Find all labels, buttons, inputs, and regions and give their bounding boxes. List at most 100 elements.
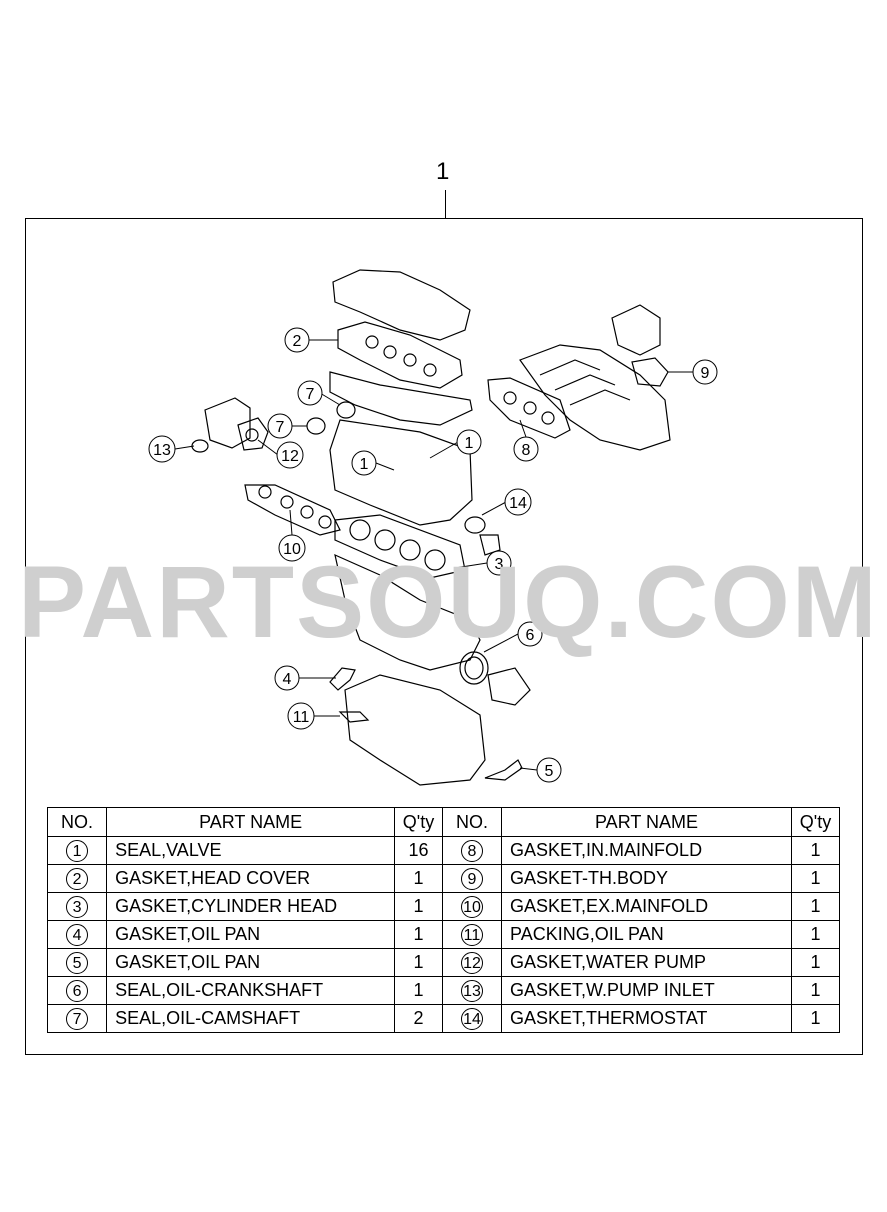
camshaft-seal-lower xyxy=(306,417,326,435)
callout-5: 5 xyxy=(536,757,562,783)
part-number-badge: 5 xyxy=(66,951,89,974)
svg-text:13: 13 xyxy=(153,442,171,459)
oil-pan-outline xyxy=(344,674,486,786)
callout-2: 2 xyxy=(284,327,310,353)
part-number-badge: 4 xyxy=(66,923,89,946)
part-number-cell: 4 xyxy=(46,920,108,949)
part-number-cell: 7 xyxy=(46,1004,108,1033)
part-number-badge: 7 xyxy=(66,1007,89,1030)
part-qty-cell: 1 xyxy=(791,920,840,949)
thermostat-gasket xyxy=(464,516,486,534)
part-number-badge: 14 xyxy=(460,1007,483,1030)
water-pump-gasket xyxy=(237,417,269,451)
part-number-badge: 3 xyxy=(66,895,89,918)
part-qty-cell: 1 xyxy=(791,948,840,977)
svg-text:7: 7 xyxy=(306,386,315,403)
cylinder-head-gasket xyxy=(334,514,466,579)
part-number-cell: 12 xyxy=(441,948,503,977)
svg-text:2: 2 xyxy=(293,333,302,350)
camshaft-seal-upper xyxy=(336,401,356,419)
kit-leader-line xyxy=(445,190,446,219)
header-name-left: PART NAME xyxy=(106,807,396,837)
svg-text:1: 1 xyxy=(360,456,369,473)
callout-10: 10 xyxy=(278,534,306,562)
header-qty-left: Q'ty xyxy=(394,807,443,837)
diagram-frame xyxy=(25,218,863,1055)
svg-text:9: 9 xyxy=(701,365,710,382)
header-no-left: NO. xyxy=(46,807,108,837)
svg-text:6: 6 xyxy=(526,627,535,644)
callout-6: 6 xyxy=(517,621,543,647)
svg-text:8: 8 xyxy=(522,442,531,459)
part-name-cell: SEAL,OIL-CAMSHAFT xyxy=(106,1004,396,1033)
part-qty-cell: 2 xyxy=(394,1004,443,1033)
part-number-badge: 10 xyxy=(460,895,483,918)
part-number-cell: 1 xyxy=(46,836,108,865)
part-number-badge: 13 xyxy=(460,979,483,1002)
svg-text:4: 4 xyxy=(283,671,292,688)
callout-1b: 1 xyxy=(456,429,482,455)
part-number-badge: 12 xyxy=(460,951,483,974)
part-number-cell: 13 xyxy=(441,976,503,1005)
part-qty-cell: 1 xyxy=(394,920,443,949)
svg-text:7: 7 xyxy=(276,419,285,436)
callout-1a: 1 xyxy=(351,450,377,476)
part-number-cell: 2 xyxy=(46,864,108,893)
part-name-cell: PACKING,OIL PAN xyxy=(501,920,793,949)
part-name-cell: SEAL,OIL-CRANKSHAFT xyxy=(106,976,396,1005)
part-number-badge: 1 xyxy=(66,839,89,862)
part-number-badge: 8 xyxy=(460,839,483,862)
oil-pan-packing xyxy=(338,711,370,723)
callout-7b: 7 xyxy=(267,413,293,439)
svg-text:11: 11 xyxy=(293,709,310,726)
part-name-cell: SEAL,VALVE xyxy=(106,836,396,865)
svg-text:14: 14 xyxy=(509,495,527,512)
engine-block-upper xyxy=(329,419,473,526)
part-qty-cell: 1 xyxy=(791,1004,840,1033)
part-qty-cell: 1 xyxy=(394,948,443,977)
part-name-cell: GASKET,HEAD COVER xyxy=(106,864,396,893)
exhaust-manifold-gasket xyxy=(244,484,341,536)
part-name-cell: GASKET,THERMOSTAT xyxy=(501,1004,793,1033)
callout-8: 8 xyxy=(513,436,539,462)
part-name-cell: GASKET,IN.MAINFOLD xyxy=(501,836,793,865)
callout-7a: 7 xyxy=(297,380,323,406)
crankshaft-seal xyxy=(459,651,489,685)
cylinder-head-outline xyxy=(329,371,473,426)
header-qty-right: Q'ty xyxy=(791,807,840,837)
part-number-badge: 9 xyxy=(460,867,483,890)
part-qty-cell: 1 xyxy=(791,976,840,1005)
part-name-cell: GASKET,OIL PAN xyxy=(106,920,396,949)
part-qty-cell: 1 xyxy=(791,892,840,921)
table-row: 6 SEAL,OIL-CRANKSHAFT 1 13 GASKET,W.PUMP INL… xyxy=(46,976,840,1005)
svg-text:1: 1 xyxy=(465,435,474,452)
part-number-cell: 10 xyxy=(441,892,503,921)
part-number-badge: 6 xyxy=(66,979,89,1002)
oil-pan-gasket-rear xyxy=(484,759,523,781)
header-no-right: NO. xyxy=(441,807,503,837)
part-number-cell: 6 xyxy=(46,976,108,1005)
part-name-cell: GASKET,W.PUMP INLET xyxy=(501,976,793,1005)
part-number-cell: 5 xyxy=(46,948,108,977)
table-header-row: NO. PART NAME Q'ty NO. PART NAME Q'ty xyxy=(46,807,840,837)
kit-number-label: 1 xyxy=(436,158,450,185)
throttle-body xyxy=(611,304,661,356)
part-name-cell: GASKET-TH.BODY xyxy=(501,864,793,893)
part-number-cell: 8 xyxy=(441,836,503,865)
water-pump-inlet-gasket xyxy=(191,439,209,453)
rear-seal-housing xyxy=(487,667,531,706)
callout-9: 9 xyxy=(692,359,718,385)
part-number-cell: 3 xyxy=(46,892,108,921)
callout-13: 13 xyxy=(148,435,176,463)
part-qty-cell: 1 xyxy=(394,864,443,893)
part-name-cell: GASKET,OIL PAN xyxy=(106,948,396,977)
part-number-cell: 9 xyxy=(441,864,503,893)
head-cover-outline xyxy=(332,269,471,341)
part-number-badge: 11 xyxy=(460,923,483,946)
